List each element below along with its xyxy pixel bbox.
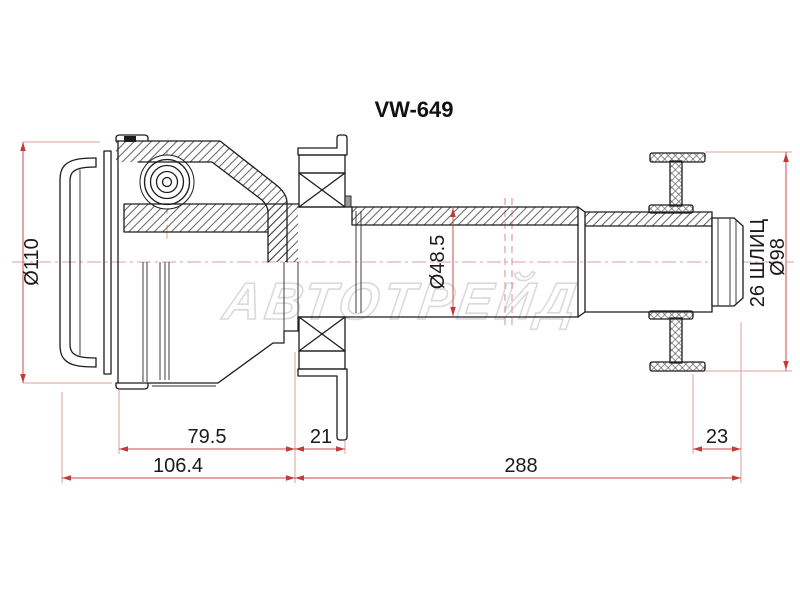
flange-foot-top: [648, 204, 694, 214]
cv-joint-assembly: [59, 134, 299, 390]
ball-cavity: [139, 154, 195, 210]
boot-clamp-lines: [142, 262, 170, 382]
part-number-label: VW-649: [374, 97, 453, 122]
bracket-top: [297, 134, 348, 156]
dim-bearing-width: 21: [295, 426, 345, 452]
dim-spline-end-length: 23: [693, 426, 741, 452]
drive-shaft-tube: [297, 206, 713, 318]
dim-bearing-width-label: 21: [310, 426, 332, 448]
dim-housing-od: Ø110: [20, 142, 43, 383]
dim-shaft-od: Ø48.5: [427, 207, 456, 317]
dim-housing-od-label: Ø110: [21, 238, 43, 285]
bracket-bottom: [297, 368, 348, 441]
dim-left-total-length: 106.4: [62, 455, 295, 481]
spline-count-label: 26 ШЛИЦ: [747, 219, 769, 308]
housing-section-hatch: [116, 141, 287, 262]
dim-shaft-od-label: Ø48.5: [427, 235, 449, 289]
extension-lines: [23, 141, 792, 483]
tube-wall-hatch-2: [585, 212, 712, 226]
seal-ring: [344, 195, 352, 208]
dim-flange-od-label: Ø98: [767, 238, 789, 276]
dimensions: Ø110 Ø48.5 26 ШЛИЦ Ø98 79.5: [20, 142, 789, 481]
dim-left-total-label: 106.4: [153, 455, 203, 477]
cover-crimp: [115, 134, 149, 390]
spline-end: [711, 217, 744, 307]
housing-collar: [103, 140, 119, 384]
flange-leg-bottom: [669, 317, 683, 364]
tube-wall-hatch-1: [352, 207, 578, 225]
dim-spline-end-label: 23: [706, 426, 728, 448]
joint-cover-cup: [59, 157, 97, 368]
dim-shaft-length-label: 288: [504, 455, 537, 477]
flange-plate-bottom: [649, 361, 706, 372]
watermark-text: АВТОТРЕЙД: [218, 271, 584, 331]
flexible-flange: [648, 152, 706, 372]
dim-joint-length: 79.5: [119, 426, 295, 452]
inner-race-hatch: [124, 204, 298, 262]
dim-joint-length-label: 79.5: [188, 426, 227, 448]
flange-leg-top: [669, 160, 683, 207]
dim-flange-od: 26 ШЛИЦ Ø98: [747, 152, 789, 371]
dim-shaft-length: 288: [295, 455, 741, 481]
